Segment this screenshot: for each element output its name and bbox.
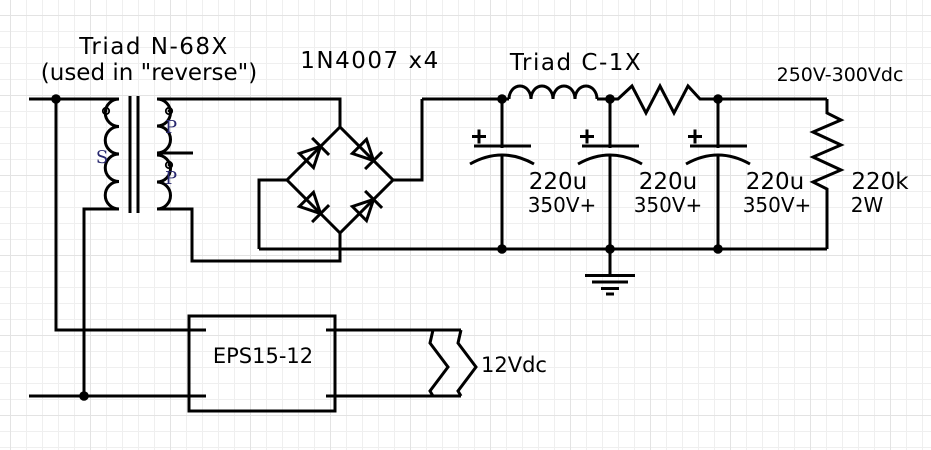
diode-triangle xyxy=(349,136,376,163)
polarity-dot-primary-top-center xyxy=(167,109,171,113)
capacitor-2-rating-label: 350V+ xyxy=(634,193,703,217)
diode-cathode-bar xyxy=(364,189,384,209)
diode-cathode-bar xyxy=(364,151,384,171)
aux-input-top-wire xyxy=(54,99,206,332)
aux-supply-module xyxy=(29,99,478,413)
capacitor-3-value-label: 220u xyxy=(746,169,804,195)
top-rail-to-bridge xyxy=(157,97,342,127)
module-box xyxy=(187,314,337,413)
capacitor-1-value-label: 220u xyxy=(529,169,587,195)
diode-triangle xyxy=(349,197,376,224)
choke-label: Triad C-1X xyxy=(509,50,642,76)
junction-dot xyxy=(497,94,507,104)
plus-sign xyxy=(580,129,594,144)
cap-plate-curved xyxy=(577,153,643,166)
dc-positive-wire xyxy=(393,99,424,182)
diode-cathode-bar xyxy=(311,204,331,224)
junction-dot xyxy=(713,244,723,254)
polarity-dot-primary-bottom-center xyxy=(167,163,171,167)
capacitor-3 xyxy=(685,99,751,249)
transformer-subtitle-label: (used in "reverse") xyxy=(41,60,257,86)
capacitor-1 xyxy=(469,99,535,249)
junction-dot xyxy=(497,244,507,254)
module-name-label: EPS15-12 xyxy=(213,344,313,368)
polarity-dot-primary-bottom xyxy=(164,160,174,170)
junction-dot xyxy=(605,244,615,254)
diode-top-right xyxy=(349,136,384,171)
capacitor-3-rating-label: 350V+ xyxy=(743,193,812,217)
series-resistor xyxy=(597,82,827,117)
cap-plate-curved xyxy=(685,153,751,166)
primary-bottom-winding-label: P xyxy=(165,168,177,189)
diode-triangle xyxy=(296,144,323,171)
junction-dot xyxy=(713,94,723,104)
diode-bottom-right xyxy=(349,189,384,224)
primary-winding-bottom xyxy=(156,153,342,263)
junction-dot xyxy=(51,94,61,104)
plus-sign xyxy=(688,129,702,144)
dc-output-label: 250V-300Vdc xyxy=(777,64,904,86)
junction-dots xyxy=(51,94,723,401)
polarity-dot-secondary-center xyxy=(104,109,108,113)
aux-output-label: 12Vdc xyxy=(481,353,547,377)
cable-break-line-1 xyxy=(428,329,450,397)
capacitor-2-value-label: 220u xyxy=(639,169,697,195)
diode-triangle xyxy=(296,189,323,216)
cable-break-line-2 xyxy=(456,329,478,397)
bridge-rectifier xyxy=(157,97,424,249)
secondary-winding xyxy=(82,97,120,396)
bleeder-resistor xyxy=(809,99,845,249)
rectifier-label: 1N4007 x4 xyxy=(300,48,439,74)
dc-negative-wire xyxy=(257,178,287,249)
transformer-title-label: Triad N-68X xyxy=(78,34,229,60)
polarity-dot-primary-top xyxy=(164,106,174,116)
bleeder-value-label: 220k xyxy=(851,169,909,195)
bleeder-power-label: 2W xyxy=(851,193,884,217)
secondary-winding-label: S xyxy=(96,147,108,168)
plus-sign xyxy=(472,129,486,144)
cap-plate-curved xyxy=(469,153,535,166)
filter-section xyxy=(259,82,845,296)
ground-symbol xyxy=(585,249,635,296)
primary-top-winding-label: P xyxy=(165,117,177,138)
capacitor-1-rating-label: 350V+ xyxy=(528,193,597,217)
junction-dot xyxy=(79,391,89,401)
diode-left-bottom xyxy=(296,189,331,224)
choke-coil xyxy=(507,84,599,100)
junction-dot xyxy=(605,94,615,104)
bridge-diamond xyxy=(284,124,396,236)
transformer: S P P xyxy=(29,96,342,396)
diode-left-top xyxy=(296,136,331,171)
capacitor-2 xyxy=(577,99,643,249)
polarity-dot-secondary xyxy=(101,106,111,116)
diode-cathode-bar xyxy=(311,136,331,156)
primary-winding-top xyxy=(156,97,193,155)
